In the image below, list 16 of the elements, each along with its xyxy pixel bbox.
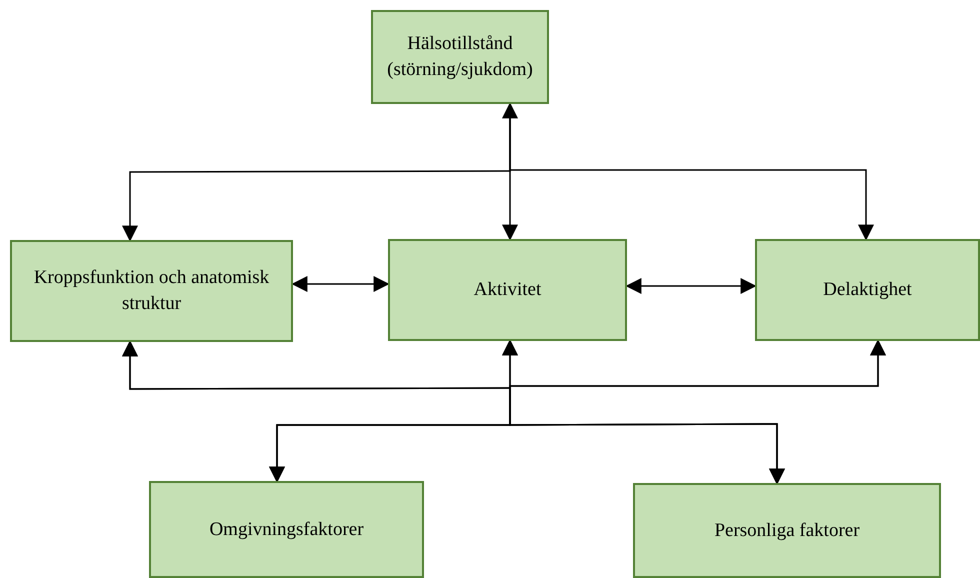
concept-box xyxy=(149,481,424,578)
concept-box xyxy=(371,10,549,104)
box-label: Hälsotillstånd (störning/sjukdom) xyxy=(387,32,533,82)
concept-box xyxy=(10,240,293,342)
concept-box xyxy=(633,483,941,578)
box-label: Personliga faktorer xyxy=(714,518,860,543)
box-label: Omgivningsfaktorer xyxy=(209,518,364,542)
box-label: Kroppsfunktion och anatomisk struktur xyxy=(32,266,270,316)
concept-box xyxy=(755,239,980,341)
arrow xyxy=(291,276,390,292)
concept-box xyxy=(388,239,627,341)
box-label: Aktivitet xyxy=(474,278,542,302)
arrow xyxy=(509,339,886,485)
arrow xyxy=(502,102,518,241)
box-label: Delaktighet xyxy=(823,278,912,302)
arrow xyxy=(625,278,757,294)
